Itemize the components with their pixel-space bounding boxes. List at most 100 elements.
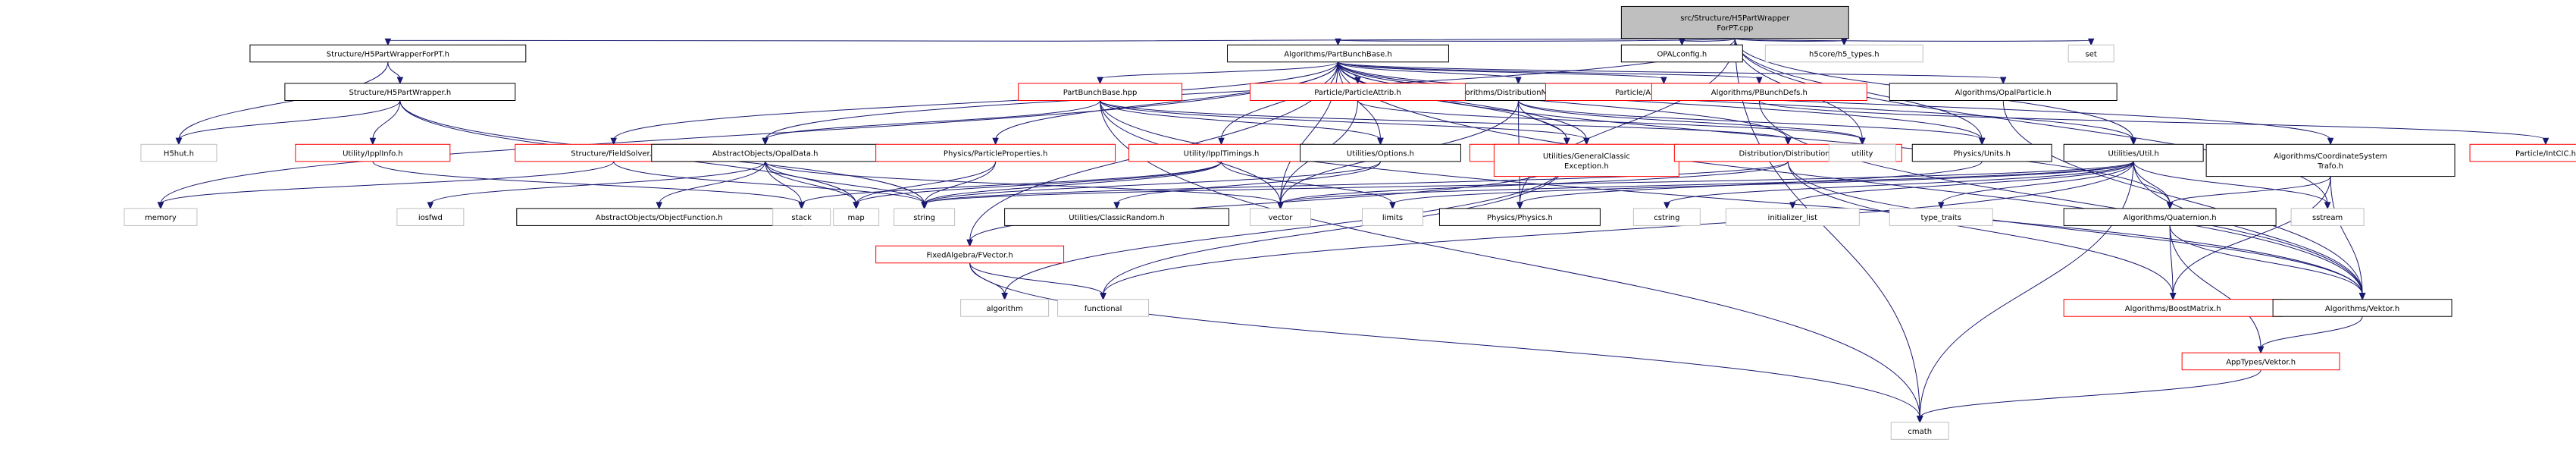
node-physics[interactable]: Physics/Physics.h bbox=[1438, 208, 1601, 226]
edge-arrowhead bbox=[921, 202, 928, 210]
edge-partbunchbasehpp-to-opaldata bbox=[765, 100, 1101, 140]
edge-arrowhead bbox=[384, 38, 392, 46]
edge-opaldata-to-string bbox=[765, 161, 925, 205]
node-box bbox=[1057, 299, 1150, 317]
edge-partbunchbase-to-algvektor bbox=[1337, 61, 2363, 295]
edge-opaldata-to-iosfwd bbox=[430, 161, 766, 205]
edge-arrowhead bbox=[1563, 137, 1570, 146]
node-label: Algorithms/Vektor.h bbox=[2325, 305, 2399, 313]
node-label: Structure/H5PartWrapperForPT.h bbox=[327, 50, 449, 58]
node-opalparticle[interactable]: Algorithms/OpalParticle.h bbox=[1889, 83, 2117, 101]
node-box bbox=[1438, 208, 1601, 226]
node-boostmatrix[interactable]: Algorithms/BoostMatrix.h bbox=[2063, 299, 2283, 317]
edge-arrowhead bbox=[2324, 202, 2331, 210]
edge-arrowhead bbox=[2257, 346, 2265, 354]
edge-ippltimings-to-limits bbox=[1221, 161, 1393, 205]
edge-arrowhead bbox=[762, 137, 768, 146]
node-label: sstream bbox=[2312, 214, 2343, 222]
node-particleprops[interactable]: Physics/ParticleProperties.h bbox=[875, 143, 1116, 162]
edge-arrowhead bbox=[1389, 202, 1396, 210]
node-h5pwfpt[interactable]: Structure/H5PartWrapperForPT.h bbox=[249, 44, 527, 63]
node-layer: src/Structure/H5PartWrapperForPT.cppStru… bbox=[124, 5, 2576, 440]
edge-arrowhead bbox=[1113, 202, 1120, 210]
node-string: string bbox=[894, 208, 956, 226]
edge-algvektor-to-apptypesvektor bbox=[2260, 316, 2363, 349]
edge-partbunchbase-to-abstractparticle bbox=[1337, 61, 1664, 80]
node-particleattrib[interactable]: Particle/ParticleAttrib.h bbox=[1250, 83, 1466, 101]
node-box bbox=[1632, 208, 1701, 226]
node-opaldata[interactable]: AbstractObjects/OpalData.h bbox=[651, 143, 880, 162]
node-util[interactable]: Utilities/Util.h bbox=[2063, 143, 2204, 162]
node-pbunchdefs[interactable]: Algorithms/PBunchDefs.h bbox=[1651, 83, 1867, 101]
node-iosfwd: iosfwd bbox=[396, 208, 465, 226]
edge-opalparticle-to-algvektor bbox=[2002, 100, 2363, 295]
node-memory: memory bbox=[124, 208, 198, 226]
edge-arrowhead bbox=[1756, 77, 1763, 85]
edge-arrowhead bbox=[1916, 416, 1923, 424]
node-intcic[interactable]: Particle/IntCIC.h bbox=[2469, 143, 2576, 162]
node-label: AbstractObjects/OpalData.h bbox=[712, 150, 818, 159]
edge-partbunchbase-to-ippltimings bbox=[1221, 61, 1338, 140]
edge-arrowhead bbox=[1679, 38, 1686, 46]
node-label: Structure/FieldSolver.h bbox=[571, 150, 656, 159]
edge-partbunchbase-to-units bbox=[1337, 61, 1983, 140]
edge-partbunchbasehpp-to-algvektor bbox=[1100, 100, 2363, 295]
node-algvektor[interactable]: Algorithms/Vektor.h bbox=[2272, 299, 2452, 317]
node-opalconfig[interactable]: OPALconfig.h bbox=[1620, 44, 1743, 63]
edge-distribution-to-string bbox=[924, 161, 1789, 205]
edge-arrowhead bbox=[1789, 202, 1796, 210]
edge-fvector-to-cmath bbox=[969, 262, 1920, 418]
node-ippltimings[interactable]: Utility/IpplTimings.h bbox=[1128, 143, 1314, 162]
edge-pbunchdefs-to-intcic bbox=[1758, 100, 2546, 140]
node-classicrandom[interactable]: Utilities/ClassicRandom.h bbox=[1004, 208, 1230, 226]
node-label: src/Structure/H5PartWrapper bbox=[1680, 14, 1790, 23]
edge-coordsys-to-quaternion bbox=[2169, 176, 2331, 205]
edge-util-to-limits bbox=[1391, 161, 2134, 205]
edge-quaternion-to-boostmatrix bbox=[2169, 225, 2174, 295]
edge-arrowhead bbox=[1515, 77, 1522, 85]
node-quaternion[interactable]: Algorithms/Quaternion.h bbox=[2063, 208, 2277, 226]
node-options[interactable]: Utilities/Options.h bbox=[1299, 143, 1461, 162]
node-sstream: sstream bbox=[2290, 208, 2365, 226]
edge-arrowhead bbox=[427, 202, 434, 210]
edge-arrowhead bbox=[1583, 137, 1590, 146]
edge-arrowhead bbox=[853, 202, 859, 210]
node-fvector[interactable]: FixedAlgebra/FVector.h bbox=[875, 245, 1065, 264]
node-box bbox=[875, 143, 1116, 162]
node-box bbox=[894, 208, 956, 226]
node-label: Physics/Physics.h bbox=[1487, 214, 1553, 222]
edge-util-to-cstring bbox=[1666, 161, 2134, 205]
edge-util-to-initlist bbox=[1792, 161, 2134, 205]
edge-arrowhead bbox=[1100, 293, 1106, 300]
edge-pbunchdefs-to-algvektor bbox=[1758, 100, 2363, 295]
node-apptypesvektor[interactable]: AppTypes/Vektor.h bbox=[2181, 352, 2340, 371]
node-box bbox=[772, 208, 831, 226]
node-ippinfo[interactable]: Utility/IpplInfo.h bbox=[295, 143, 451, 162]
node-label: PartBunchBase.hpp bbox=[1063, 89, 1138, 97]
edge-arrowhead bbox=[2169, 293, 2177, 300]
edge-partbunchbase-to-fieldsolver bbox=[613, 61, 1338, 140]
edge-arrowhead bbox=[1841, 38, 1848, 46]
node-box bbox=[1911, 143, 2052, 162]
node-box bbox=[1620, 5, 1849, 39]
node-units[interactable]: Physics/Units.h bbox=[1911, 143, 2052, 162]
edge-partbunchbasehpp-to-genclassicexc bbox=[1100, 100, 1587, 140]
node-label: Physics/ParticleProperties.h bbox=[944, 150, 1047, 159]
node-objfunction[interactable]: AbstractObjects/ObjectFunction.h bbox=[516, 208, 803, 226]
node-root[interactable]: src/Structure/H5PartWrapperForPT.cpp bbox=[1620, 5, 1849, 39]
node-set: set bbox=[2067, 44, 2114, 63]
node-partbunchbasehpp[interactable]: PartBunchBase.hpp bbox=[1018, 83, 1183, 101]
node-label: h5core/h5_types.h bbox=[1809, 50, 1880, 58]
edge-util-to-sstream bbox=[2133, 161, 2328, 205]
node-label: Algorithms/BoostMatrix.h bbox=[2125, 305, 2221, 313]
node-label: Algorithms/Quaternion.h bbox=[2124, 214, 2217, 222]
node-box bbox=[1493, 143, 1679, 177]
edge-arrowhead bbox=[1859, 137, 1866, 146]
node-partbunchbase[interactable]: Algorithms/PartBunchBase.h bbox=[1227, 44, 1449, 63]
node-h5types: h5core/h5_types.h bbox=[1764, 44, 1923, 63]
node-h5pw[interactable]: Structure/H5PartWrapper.h bbox=[284, 83, 516, 101]
edge-partbunchbase-to-opalparticle bbox=[1337, 61, 2004, 80]
edge-opaldata-to-map bbox=[765, 161, 857, 204]
